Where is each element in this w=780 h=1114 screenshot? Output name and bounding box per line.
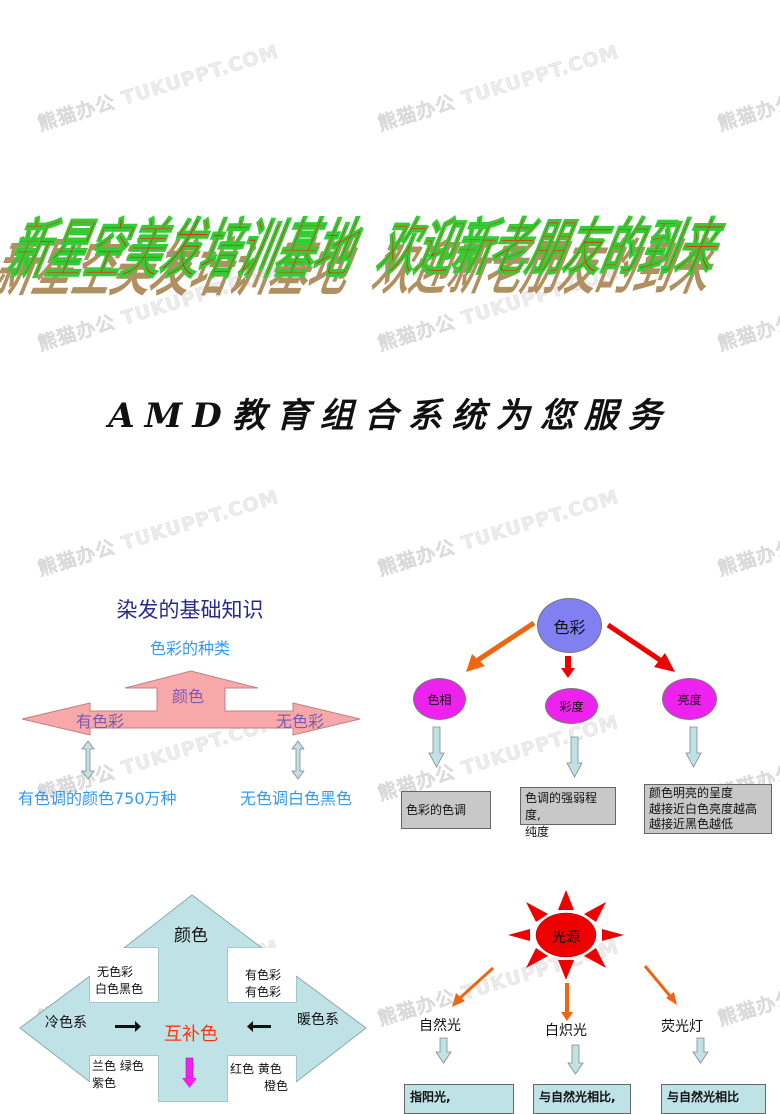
branch-label-fluorescent: 荧光灯 — [661, 1019, 703, 1035]
branch-box-fluorescent: 与自然光相比 — [661, 1084, 766, 1114]
box-line: 红色 黄色 — [230, 1062, 282, 1076]
arrow-left-label: 有色彩 — [76, 712, 125, 731]
box-line: 兰色 绿色 — [92, 1059, 144, 1073]
title-left: 新星空美发培训基地 — [0, 213, 372, 288]
watermark: 熊猫办公 TUKUPPT.COM — [35, 486, 282, 581]
watermark: 熊猫办公 TUKUPPT.COM — [715, 486, 780, 581]
top-right-box: 有色彩 有色彩 — [245, 967, 281, 1001]
connector-arrows — [428, 620, 702, 778]
sun-diagram — [435, 890, 709, 1075]
bottom-right-box: 红色 黄色 橙色 — [230, 1061, 288, 1095]
title-right: 欢迎新老朋友的到来 — [369, 212, 734, 284]
top-left-box: 无色彩 白色黑色 — [95, 964, 143, 998]
four-way-arrow — [19, 894, 367, 1102]
colored-tones-label: 有色调的颜色750万种 — [18, 789, 177, 808]
description-box-hue: 色彩的色调 — [401, 791, 491, 829]
arrow-right-label: 无色彩 — [276, 712, 325, 731]
box-text: 与自然光相比, — [539, 1090, 616, 1104]
branch-label-natural: 自然光 — [419, 1018, 461, 1034]
light-source-label: 光源 — [552, 930, 580, 946]
box-text: 与自然光相比 — [667, 1090, 740, 1104]
description-line: 越接近黑色越低 — [649, 817, 734, 831]
box-line: 无色彩 — [97, 965, 134, 979]
branch-box-natural: 指阳光, — [404, 1084, 514, 1114]
attribute-node-hue: 色相 — [413, 678, 466, 720]
neutral-tones-label: 无色调白色黑色 — [240, 789, 353, 808]
branch-box-incandescent: 与自然光相比, — [533, 1084, 631, 1114]
box-line: 紫色 — [92, 1076, 117, 1090]
double-arrow-icon — [291, 740, 305, 780]
attribute-node-brightness: 亮度 — [662, 678, 717, 720]
slide-title: 染发的基础知识 — [116, 598, 264, 622]
description-line: 颜色明亮的呈度 — [649, 786, 734, 800]
description-line: 纯度 — [525, 825, 550, 839]
box-line: 白色黑色 — [95, 982, 144, 996]
root-node: 色彩 — [537, 598, 602, 653]
node-label: 彩度 — [559, 699, 584, 714]
complementary-label: 互补色 — [164, 1024, 218, 1045]
attribute-node-saturation: 彩度 — [545, 688, 598, 724]
watermark: 熊猫办公 TUKUPPT.COM — [35, 41, 282, 136]
node-label: 亮度 — [677, 692, 702, 707]
box-line: 橙色 — [263, 1079, 288, 1093]
root-label: 色彩 — [553, 617, 586, 637]
node-label: 色相 — [427, 692, 452, 707]
branch-label-incandescent: 白炽光 — [545, 1023, 587, 1039]
description-line: 色调的强弱程度, — [525, 791, 598, 822]
watermark: 熊猫办公 TUKUPPT.COM — [375, 41, 622, 136]
arrow-center-label: 颜色 — [172, 687, 205, 706]
three-way-arrow — [21, 670, 361, 736]
box-line: 有色彩 — [245, 985, 282, 999]
subtitle: AMD教育组合系统为您服务 — [108, 396, 672, 436]
top-label: 颜色 — [174, 926, 208, 946]
box-text: 指阳光, — [410, 1090, 451, 1104]
bottom-left-box: 兰色 绿色 紫色 — [92, 1058, 144, 1092]
description-box-brightness: 颜色明亮的呈度 越接近白色亮度越高 越接近黑色越低 — [644, 784, 772, 834]
watermark: 熊猫办公 TUKUPPT.COM — [375, 486, 622, 581]
description-box-saturation: 色调的强弱程度, 纯度 — [520, 787, 616, 839]
double-arrow-icon — [81, 740, 95, 780]
slide-subtitle: 色彩的种类 — [149, 639, 230, 658]
watermark: 熊猫办公 TUKUPPT.COM — [715, 41, 780, 136]
box-line: 有色彩 — [245, 968, 282, 982]
warm-colors-label: 暖色系 — [297, 1012, 339, 1028]
wordart-title: 新星空美发培训基地 新星空美发培训基地 欢迎新老朋友的到来 欢迎新老朋友的到来 — [0, 190, 780, 305]
description-line: 越接近白色亮度越高 — [649, 801, 758, 816]
description-text: 色彩的色调 — [406, 803, 467, 817]
cool-colors-label: 冷色系 — [45, 1015, 87, 1031]
